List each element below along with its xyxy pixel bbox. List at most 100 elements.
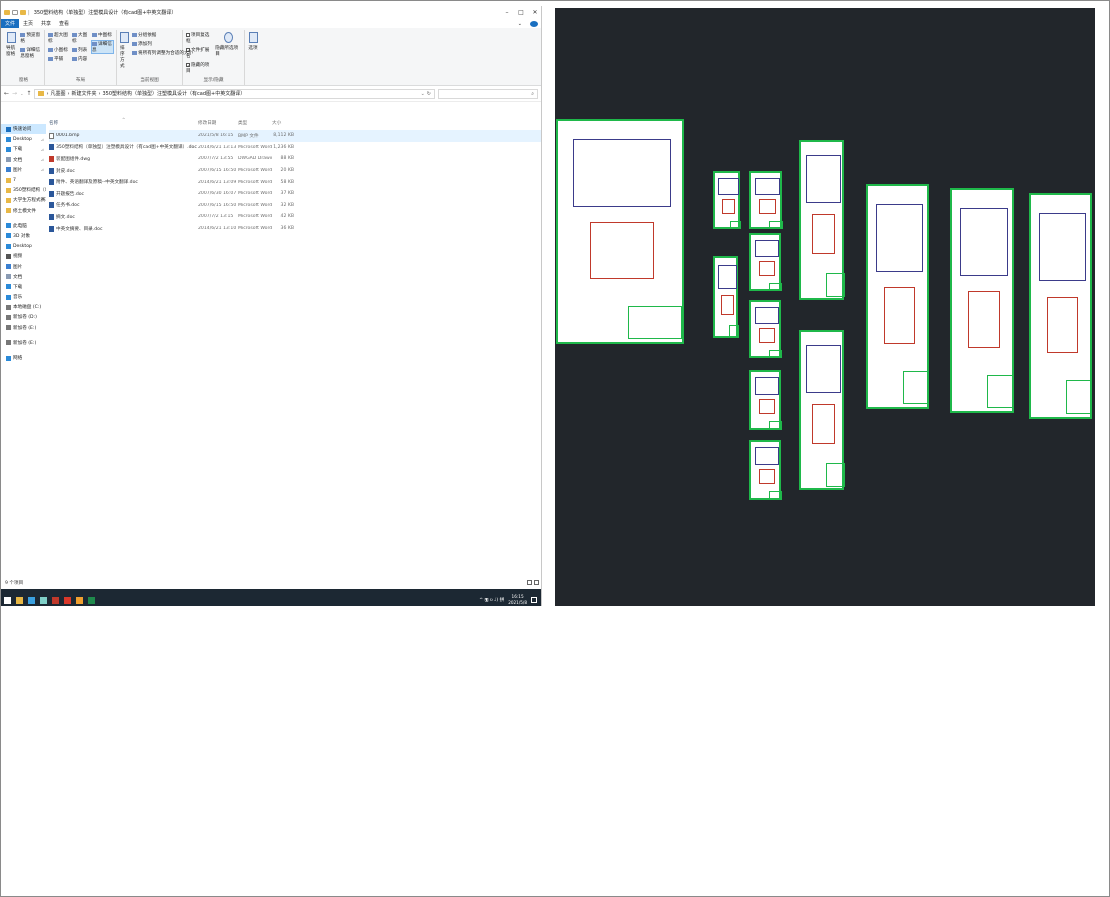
layout-tiles[interactable]: 平铺 [48, 56, 69, 62]
breadcrumb-item[interactable]: 新建文件夹 [71, 91, 97, 97]
layout-large[interactable]: 大图标 [71, 32, 88, 44]
column-size[interactable]: 大小 [272, 121, 282, 126]
nav-item-desktop[interactable]: Desktop⊿ [1, 134, 46, 144]
paint-taskbar-button[interactable] [73, 589, 85, 606]
address-dropdown-icon[interactable]: ⌄ [420, 90, 425, 97]
large-icons-view-icon[interactable] [534, 580, 539, 585]
fit-columns-button[interactable]: 将所有列调整为合适的大小 [132, 50, 193, 56]
preview-pane-button[interactable]: 预览窗格 [20, 32, 41, 44]
nav-item-3d[interactable]: 3D 对象 [1, 231, 46, 241]
file-type: Microsoft Word ... [238, 179, 272, 185]
clock[interactable]: 16:15 2021/5/8 [508, 594, 527, 606]
explorer-taskbar-button[interactable] [13, 589, 25, 606]
nav-item-pictures[interactable]: 图片⊿ [1, 165, 46, 175]
cad-part [1046, 296, 1079, 354]
windows-taskbar-button[interactable] [1, 589, 13, 606]
nav-item-folder[interactable]: 350塑料结构（单 [1, 185, 46, 195]
nav-item-disk[interactable]: 新加卷 (E:) [1, 323, 46, 333]
nav-item-download[interactable]: 下载 [1, 282, 46, 292]
breadcrumb-item[interactable]: 凡墨图 [50, 91, 66, 97]
new-folder-icon[interactable] [20, 10, 26, 15]
nav-item-video[interactable]: 视频 [1, 251, 46, 261]
breadcrumb-item[interactable]: 350塑料结构（单独型）注塑模具设计（有cad图+中英文翻译） [102, 91, 246, 97]
tab-home[interactable]: 主页 [23, 21, 34, 27]
refresh-icon[interactable]: ↻ [426, 90, 431, 97]
sort-button[interactable]: 排序方式 [120, 30, 129, 77]
pin-icon[interactable]: ⊿ [40, 146, 44, 152]
add-columns-button[interactable]: 添加列 [132, 41, 193, 47]
ribbon-expand-icon[interactable]: ⌄ [517, 20, 522, 27]
cad-part [812, 214, 835, 254]
excel-taskbar-button[interactable] [85, 589, 97, 606]
options-button[interactable]: 选项 [248, 30, 258, 51]
nav-item-disk[interactable]: 新加卷 (E:) [1, 338, 46, 348]
acrobat-taskbar-button[interactable] [49, 589, 61, 606]
nav-item-folder[interactable]: 修土模文件 [1, 206, 46, 216]
up-button[interactable]: ↑ [26, 90, 32, 97]
nav-item-disk[interactable]: 新加卷 (D:) [1, 312, 46, 322]
layout-content[interactable]: 内容 [71, 56, 89, 62]
cad-taskbar-button[interactable] [61, 589, 73, 606]
close-button[interactable]: ✕ [532, 9, 538, 16]
forward-button[interactable]: → [12, 90, 18, 97]
maximize-button[interactable]: □ [518, 9, 524, 16]
layout-details[interactable]: 详细信息 [91, 40, 114, 54]
tab-file[interactable]: 文件 [1, 19, 20, 28]
properties-icon[interactable] [12, 10, 18, 15]
nav-item-docs[interactable]: 文档 [1, 272, 46, 282]
nav-item-folder[interactable]: 7 [1, 175, 46, 185]
nav-item-desktop[interactable]: Desktop [1, 241, 46, 251]
address-bar[interactable]: › 凡墨图 › 新建文件夹 › 350塑料结构（单独型）注塑模具设计（有cad图… [34, 88, 435, 99]
column-type[interactable]: 类型 [238, 121, 248, 126]
calc-taskbar-button[interactable] [37, 589, 49, 606]
cad-part [718, 264, 737, 290]
search-box[interactable]: ⌕ [438, 88, 538, 99]
details-view-icon[interactable] [527, 580, 532, 585]
excel-icon [87, 596, 95, 604]
column-date[interactable]: 修改日期 [198, 121, 217, 126]
nav-item-pc[interactable]: 此电脑 [1, 221, 46, 231]
hidden-items-toggle[interactable]: ✓隐藏的项目 [186, 62, 210, 74]
file-type: Microsoft Word ... [238, 144, 272, 150]
pin-icon[interactable]: ⊿ [40, 167, 44, 173]
layout-medium[interactable]: 中图标 [92, 32, 113, 38]
back-button[interactable]: ← [4, 90, 10, 97]
details-pane-button[interactable]: 详细信息窗格 [20, 47, 41, 59]
nav-item-pictures[interactable]: 图片 [1, 261, 46, 271]
tray-icons[interactable]: ^ 🖫 ʋ ♩) 拼 [479, 598, 505, 603]
layout-list[interactable]: 列表 [71, 47, 89, 53]
tab-view[interactable]: 查看 [59, 21, 70, 27]
layout-extra-large[interactable]: 超大图标 [48, 32, 68, 44]
nav-pane-button[interactable]: 导航窗格 [6, 30, 17, 77]
group-by-button[interactable]: 分组依据 [132, 32, 193, 38]
help-icon[interactable] [530, 20, 538, 27]
nav-item-music[interactable]: 音乐 [1, 292, 46, 302]
file-ext-toggle[interactable]: ✓文件扩展名 [186, 47, 210, 59]
nav-item-docs[interactable]: 文档⊿ [1, 155, 46, 165]
item-checkbox-toggle[interactable]: 项目复选框 [186, 32, 210, 44]
nav-item-download[interactable]: 下载⊿ [1, 144, 46, 154]
nav-item-star[interactable]: 快速访问 [1, 124, 46, 135]
nav-item-network[interactable]: 网络 [1, 353, 46, 363]
hide-selected-button[interactable]: 隐藏所选项目 [215, 30, 241, 77]
tab-share[interactable]: 共享 [41, 21, 52, 27]
minimize-button[interactable]: – [505, 9, 509, 16]
nav-item-folder[interactable]: 大学生方程式赛车 [1, 195, 46, 205]
layout-small[interactable]: 小图标 [48, 47, 69, 53]
pin-icon[interactable]: ⊿ [40, 157, 44, 163]
pin-icon[interactable]: ⊿ [40, 136, 44, 142]
notification-icon[interactable] [531, 597, 537, 603]
edge-taskbar-button[interactable] [25, 589, 37, 606]
nav-item-disk[interactable]: 本地磁盘 (C:) [1, 302, 46, 312]
recent-locations-icon[interactable]: ⌄ [20, 91, 24, 96]
column-name[interactable]: 名称 [49, 121, 59, 126]
